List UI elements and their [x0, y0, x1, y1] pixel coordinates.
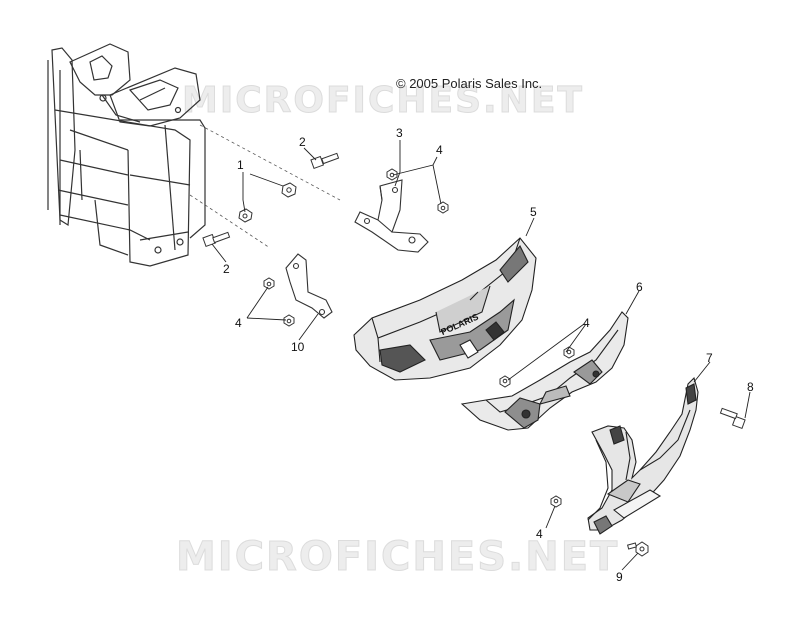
front-guard-part-6	[460, 311, 629, 431]
nut-part-4-group-upper	[386, 168, 449, 214]
skid-plate-part-7	[587, 376, 699, 535]
callout-3: 3	[396, 126, 403, 140]
callout-9: 9	[616, 570, 623, 584]
frame-assembly	[47, 43, 206, 267]
nut-part-4-group-guard	[499, 346, 575, 388]
callout-4-upper: 4	[436, 143, 443, 157]
nut-part-4-lower	[550, 495, 562, 508]
watermark-bottom: MICROFICHES.NET	[175, 534, 620, 581]
assembly-leader-lines	[189, 124, 341, 249]
callout-5: 5	[530, 205, 537, 219]
callout-4-guard: 4	[583, 316, 590, 330]
fastener-part-9	[627, 541, 649, 557]
copyright-notice: © 2005 Polaris Sales Inc.	[396, 76, 543, 91]
watermark-top: MICROFICHES.NET	[182, 80, 584, 122]
callout-10: 10	[291, 340, 305, 354]
callout-4-left: 4	[235, 316, 242, 330]
callout-2-upper: 2	[299, 135, 306, 149]
nut-part-1	[238, 182, 297, 223]
nut-part-4-group-left	[263, 277, 295, 327]
callout-2-lower: 2	[223, 262, 230, 276]
callout-numbers: 1 2 2 3 4 4 4 4 5 6 7 8 9 10	[223, 126, 754, 584]
bracket-part-10	[285, 253, 333, 319]
bracket-part-3	[354, 179, 429, 253]
bolt-part-2-lower	[202, 231, 231, 248]
callout-6: 6	[636, 280, 643, 294]
callout-4-lower: 4	[536, 527, 543, 541]
bolt-part-2-upper	[310, 152, 340, 170]
callout-7: 7	[706, 351, 713, 365]
callout-8: 8	[747, 380, 754, 394]
bolt-part-8	[719, 407, 746, 430]
callout-1: 1	[237, 158, 244, 172]
front-bumper-part-5: POLARIS	[353, 237, 537, 381]
callout-leader-lines	[211, 140, 751, 571]
